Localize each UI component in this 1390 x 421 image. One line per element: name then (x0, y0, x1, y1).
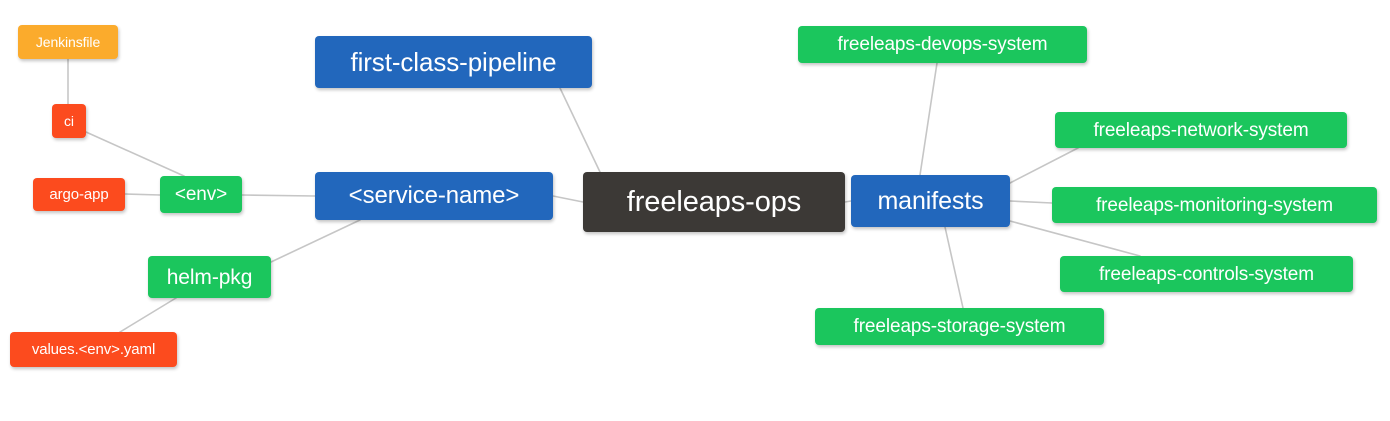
node-label: argo-app (49, 186, 109, 203)
node-freeleaps-ops[interactable]: freeleaps-ops (583, 172, 845, 232)
node-label: freeleaps-storage-system (853, 316, 1066, 337)
edge-service-name-to-helm-pkg (270, 219, 361, 263)
node-first-class-pipeline[interactable]: first-class-pipeline (315, 36, 592, 88)
edge-service-name-to-env (241, 194, 316, 197)
node-label: Jenkinsfile (35, 34, 101, 50)
node-freeleaps-network-system[interactable]: freeleaps-network-system (1055, 112, 1347, 148)
node-jenkinsfile[interactable]: Jenkinsfile (18, 25, 118, 59)
node-argo-app[interactable]: argo-app (33, 178, 125, 211)
edge-manifests-to-freeleaps-controls-system (1009, 220, 1141, 257)
node-values-env-yaml[interactable]: values.<env>.yaml (10, 332, 177, 367)
edge-freeleaps-ops-to-service-name (552, 195, 584, 203)
node-freeleaps-storage-system[interactable]: freeleaps-storage-system (815, 308, 1104, 345)
edge-freeleaps-ops-to-first-class-pipeline (559, 87, 601, 173)
edge-env-to-ci (85, 131, 185, 177)
edge-manifests-to-freeleaps-monitoring-system (1009, 200, 1053, 204)
node-label: values.<env>.yaml (31, 341, 156, 358)
node-freeleaps-devops-system[interactable]: freeleaps-devops-system (798, 26, 1087, 63)
node-label: freeleaps-network-system (1093, 119, 1309, 141)
node-env[interactable]: <env> (160, 176, 242, 213)
node-manifests[interactable]: manifests (851, 175, 1010, 227)
node-label: helm-pkg (166, 265, 253, 289)
node-label: <env> (174, 184, 228, 205)
node-label: freeleaps-controls-system (1098, 263, 1315, 285)
edge-helm-pkg-to-values-env-yaml (119, 297, 177, 333)
node-label: <service-name> (348, 182, 520, 209)
node-label: manifests (877, 186, 984, 215)
node-freeleaps-controls-system[interactable]: freeleaps-controls-system (1060, 256, 1353, 292)
node-freeleaps-monitoring-system[interactable]: freeleaps-monitoring-system (1052, 187, 1377, 223)
edge-manifests-to-freeleaps-network-system (1009, 147, 1079, 184)
edge-manifests-to-freeleaps-devops-system (919, 62, 938, 176)
edge-env-to-argo-app (124, 193, 161, 196)
node-label: freeleaps-ops (626, 185, 802, 218)
node-helm-pkg[interactable]: helm-pkg (148, 256, 271, 298)
node-label: first-class-pipeline (350, 47, 557, 77)
node-service-name[interactable]: <service-name> (315, 172, 553, 220)
edge-manifests-to-freeleaps-storage-system (944, 226, 964, 309)
node-label: freeleaps-devops-system (837, 34, 1048, 55)
node-ci[interactable]: ci (52, 104, 86, 138)
node-label: freeleaps-monitoring-system (1096, 194, 1333, 216)
node-label: ci (64, 113, 74, 129)
